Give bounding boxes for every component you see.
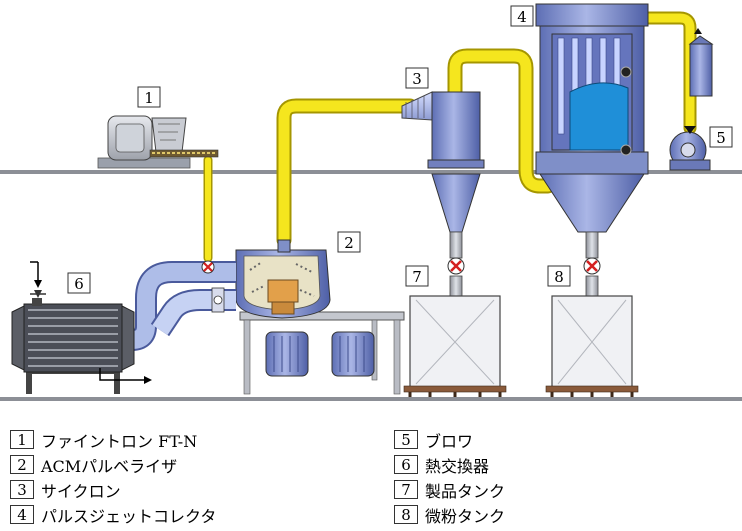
legend-number: 5	[394, 430, 418, 449]
legend-label: ブロワ	[425, 431, 474, 451]
svg-text:8: 8	[554, 268, 564, 286]
svg-text:7: 7	[412, 268, 422, 286]
product-tank	[403, 295, 507, 397]
legend-label: ファイントロン FT-N	[41, 431, 198, 451]
lower-floor	[0, 397, 742, 401]
callout-5: 5	[709, 126, 733, 148]
legend-number: 3	[10, 480, 34, 499]
cyclone	[401, 91, 485, 301]
callout-1: 1	[137, 86, 161, 108]
hot-air-duct	[120, 261, 236, 351]
svg-text:6: 6	[74, 275, 84, 293]
legend-number: 2	[10, 455, 34, 474]
rotary-valve-collector	[583, 257, 601, 275]
fine-powder-tank	[545, 295, 639, 397]
svg-text:5: 5	[716, 129, 726, 147]
legend-item-5: 5 ブロワ	[394, 429, 474, 451]
legend-label: 熱交換器	[425, 456, 490, 476]
legend-number: 7	[394, 480, 418, 499]
legend-number: 1	[10, 430, 34, 449]
legend-label: 微粉タンク	[425, 506, 506, 526]
equipment-legend: 1 ファイントロン FT-N 2 ACMパルベライザ 3 サイクロン 4 パルス…	[0, 425, 742, 531]
rotary-valve-feeder	[201, 260, 215, 274]
callout-2: 2	[337, 231, 361, 253]
acm-pulverizer	[235, 239, 405, 395]
callout-4: 4	[510, 5, 534, 27]
callout-3: 3	[405, 67, 429, 89]
legend-item-7: 7 製品タンク	[394, 479, 506, 501]
legend-number: 4	[10, 505, 34, 524]
rotary-valve-cyclone	[447, 257, 465, 275]
svg-text:3: 3	[412, 70, 422, 88]
pulse-jet-collector	[535, 3, 649, 301]
yellow-pipes	[203, 11, 697, 263]
process-flow-diagram: 1 2 3 4 5 6 7 8	[0, 3, 742, 401]
callout-7: 7	[405, 265, 429, 287]
legend-label: パルスジェットコレクタ	[41, 506, 217, 526]
legend-item-8: 8 微粉タンク	[394, 504, 506, 526]
legend-label: 製品タンク	[425, 481, 506, 501]
svg-text:1: 1	[144, 89, 154, 107]
svg-text:2: 2	[344, 234, 354, 252]
fintron-feeder	[97, 115, 219, 169]
legend-item-2: 2 ACMパルベライザ	[10, 454, 178, 476]
blower	[669, 28, 714, 171]
svg-text:4: 4	[517, 8, 527, 26]
legend-number: 8	[394, 505, 418, 524]
callout-8: 8	[547, 265, 571, 287]
legend-item-4: 4 パルスジェットコレクタ	[10, 504, 217, 526]
legend-label: サイクロン	[41, 481, 121, 501]
upper-floor	[0, 170, 742, 174]
legend-item-6: 6 熱交換器	[394, 454, 490, 476]
heat-exchanger	[11, 261, 152, 394]
legend-item-3: 3 サイクロン	[10, 479, 121, 501]
legend-number: 6	[394, 455, 418, 474]
callout-6: 6	[67, 272, 91, 294]
legend-label: ACMパルベライザ	[41, 456, 178, 476]
legend-item-1: 1 ファイントロン FT-N	[10, 429, 198, 451]
